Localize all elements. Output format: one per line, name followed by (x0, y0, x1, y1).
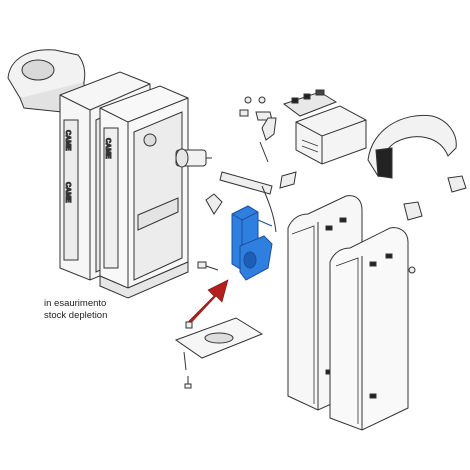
bolt (185, 321, 193, 329)
base-plate (174, 317, 264, 389)
cabinet-frame-front: CAME (99, 85, 189, 299)
annotation-line-1: in esaurimento (44, 298, 107, 309)
side-panel-front (329, 227, 409, 431)
electronics-box (295, 105, 367, 165)
drive-shaft (175, 148, 212, 168)
small-components-top (239, 96, 277, 163)
pointer-arrow (187, 279, 229, 325)
mounting-bar (219, 171, 297, 233)
control-board (282, 89, 338, 117)
dome-cover (367, 114, 457, 179)
brand-label-front: CAME (104, 138, 111, 159)
annotation-line-2: stock depletion (44, 310, 108, 321)
end-caps (403, 175, 467, 274)
brand-label-back: CAME (64, 130, 71, 151)
brand-label-back-2: CAME (64, 182, 71, 203)
small-bracket (205, 193, 223, 215)
motor-gearbox-highlighted (231, 205, 273, 281)
motor-screws (197, 261, 219, 271)
